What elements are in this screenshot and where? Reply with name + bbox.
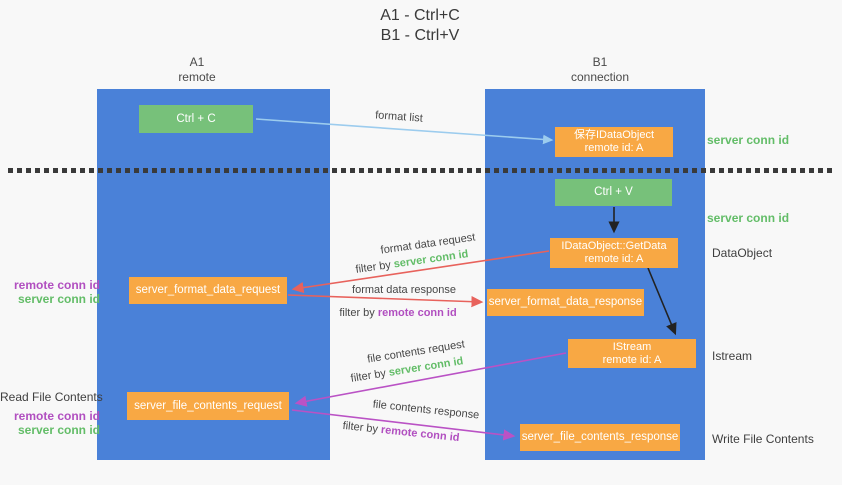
remote-conn-id-text: remote conn id — [380, 423, 460, 445]
filter-by-text: filter by — [349, 366, 390, 385]
format-conn-id-annotations: remote conn id server conn id — [0, 278, 100, 306]
dataobject-annotation: DataObject — [712, 246, 773, 260]
diagram-title: A1 - Ctrl+C B1 - Ctrl+V — [300, 6, 540, 46]
istream-box: IStream remote id: A — [568, 339, 696, 368]
column-a1-sublabel: remote — [178, 70, 216, 84]
file-conn-id-annotations: remote conn id server conn id — [0, 409, 100, 437]
getdata-line2: remote id: A — [584, 253, 644, 265]
remote-conn-id-text: remote conn id — [377, 307, 457, 319]
title-line-1: A1 - Ctrl+C — [380, 7, 460, 24]
server-file-contents-request-box: server_file_contents_request — [127, 392, 289, 420]
istream-annotation: Istream — [712, 349, 753, 363]
server-conn-id-annotation-mid: server conn id — [707, 211, 790, 225]
format-data-response-filter-label: filter by remote conn id — [339, 307, 456, 319]
save-idataobject-line2: remote id: A — [584, 142, 644, 154]
server-file-contents-request-label: server_file_contents_request — [134, 399, 282, 412]
filter-by-text: filter by — [342, 419, 382, 436]
column-b1-label: B1 — [592, 55, 608, 69]
column-header-b1: B1 connection — [540, 55, 660, 85]
ctrl-v-label: Ctrl + V — [594, 186, 633, 198]
save-idataobject-box: 保存IDataObject remote id: A — [555, 127, 673, 157]
format-list-label: format list — [374, 109, 424, 125]
filter-by-text: filter by — [339, 307, 378, 319]
column-b1-sublabel: connection — [570, 70, 630, 84]
server-format-data-response-label: server_format_data_response — [488, 296, 643, 308]
getdata-box: IDataObject::GetData remote id: A — [550, 238, 678, 268]
column-header-a1: A1 remote — [137, 55, 257, 85]
server-format-data-request-label: server_format_data_request — [135, 284, 281, 296]
ctrl-c-label: Ctrl + C — [176, 112, 216, 125]
read-file-contents-annotation: Read File Contents — [0, 390, 103, 404]
server-conn-id-annotation: server conn id — [17, 422, 100, 437]
file-contents-response-label: file contents response — [372, 398, 480, 422]
file-contents-response-filter-label: filter by remote conn id — [342, 420, 460, 444]
ctrl-v-box: Ctrl + V — [555, 179, 672, 206]
server-file-contents-response-box: server_file_contents_response — [520, 424, 680, 451]
server-file-contents-response-label: server_file_contents_response — [521, 431, 679, 443]
server-conn-id-annotation: server conn id — [17, 291, 100, 306]
session-divider-dotted-line — [8, 168, 835, 173]
remote-conn-id-annotation: remote conn id — [13, 409, 100, 423]
column-a1-label: A1 — [189, 55, 205, 69]
server-format-data-request-box: server_format_data_request — [129, 277, 287, 304]
ctrl-c-box: Ctrl + C — [139, 105, 253, 133]
filter-by-text: filter by — [354, 258, 395, 276]
istream-line2: remote id: A — [602, 353, 662, 366]
istream-line1: IStream — [612, 340, 652, 353]
title-line-2: B1 - Ctrl+V — [380, 27, 460, 44]
write-file-contents-annotation: Write File Contents — [712, 432, 814, 446]
server-conn-id-annotation-top: server conn id — [707, 133, 790, 147]
remote-conn-id-annotation: remote conn id — [13, 278, 100, 292]
format-data-response-label: format data response — [352, 284, 456, 296]
save-idataobject-line1: 保存IDataObject — [573, 129, 655, 141]
getdata-line1: IDataObject::GetData — [561, 240, 667, 252]
server-format-data-response-box: server_format_data_response — [487, 289, 644, 316]
